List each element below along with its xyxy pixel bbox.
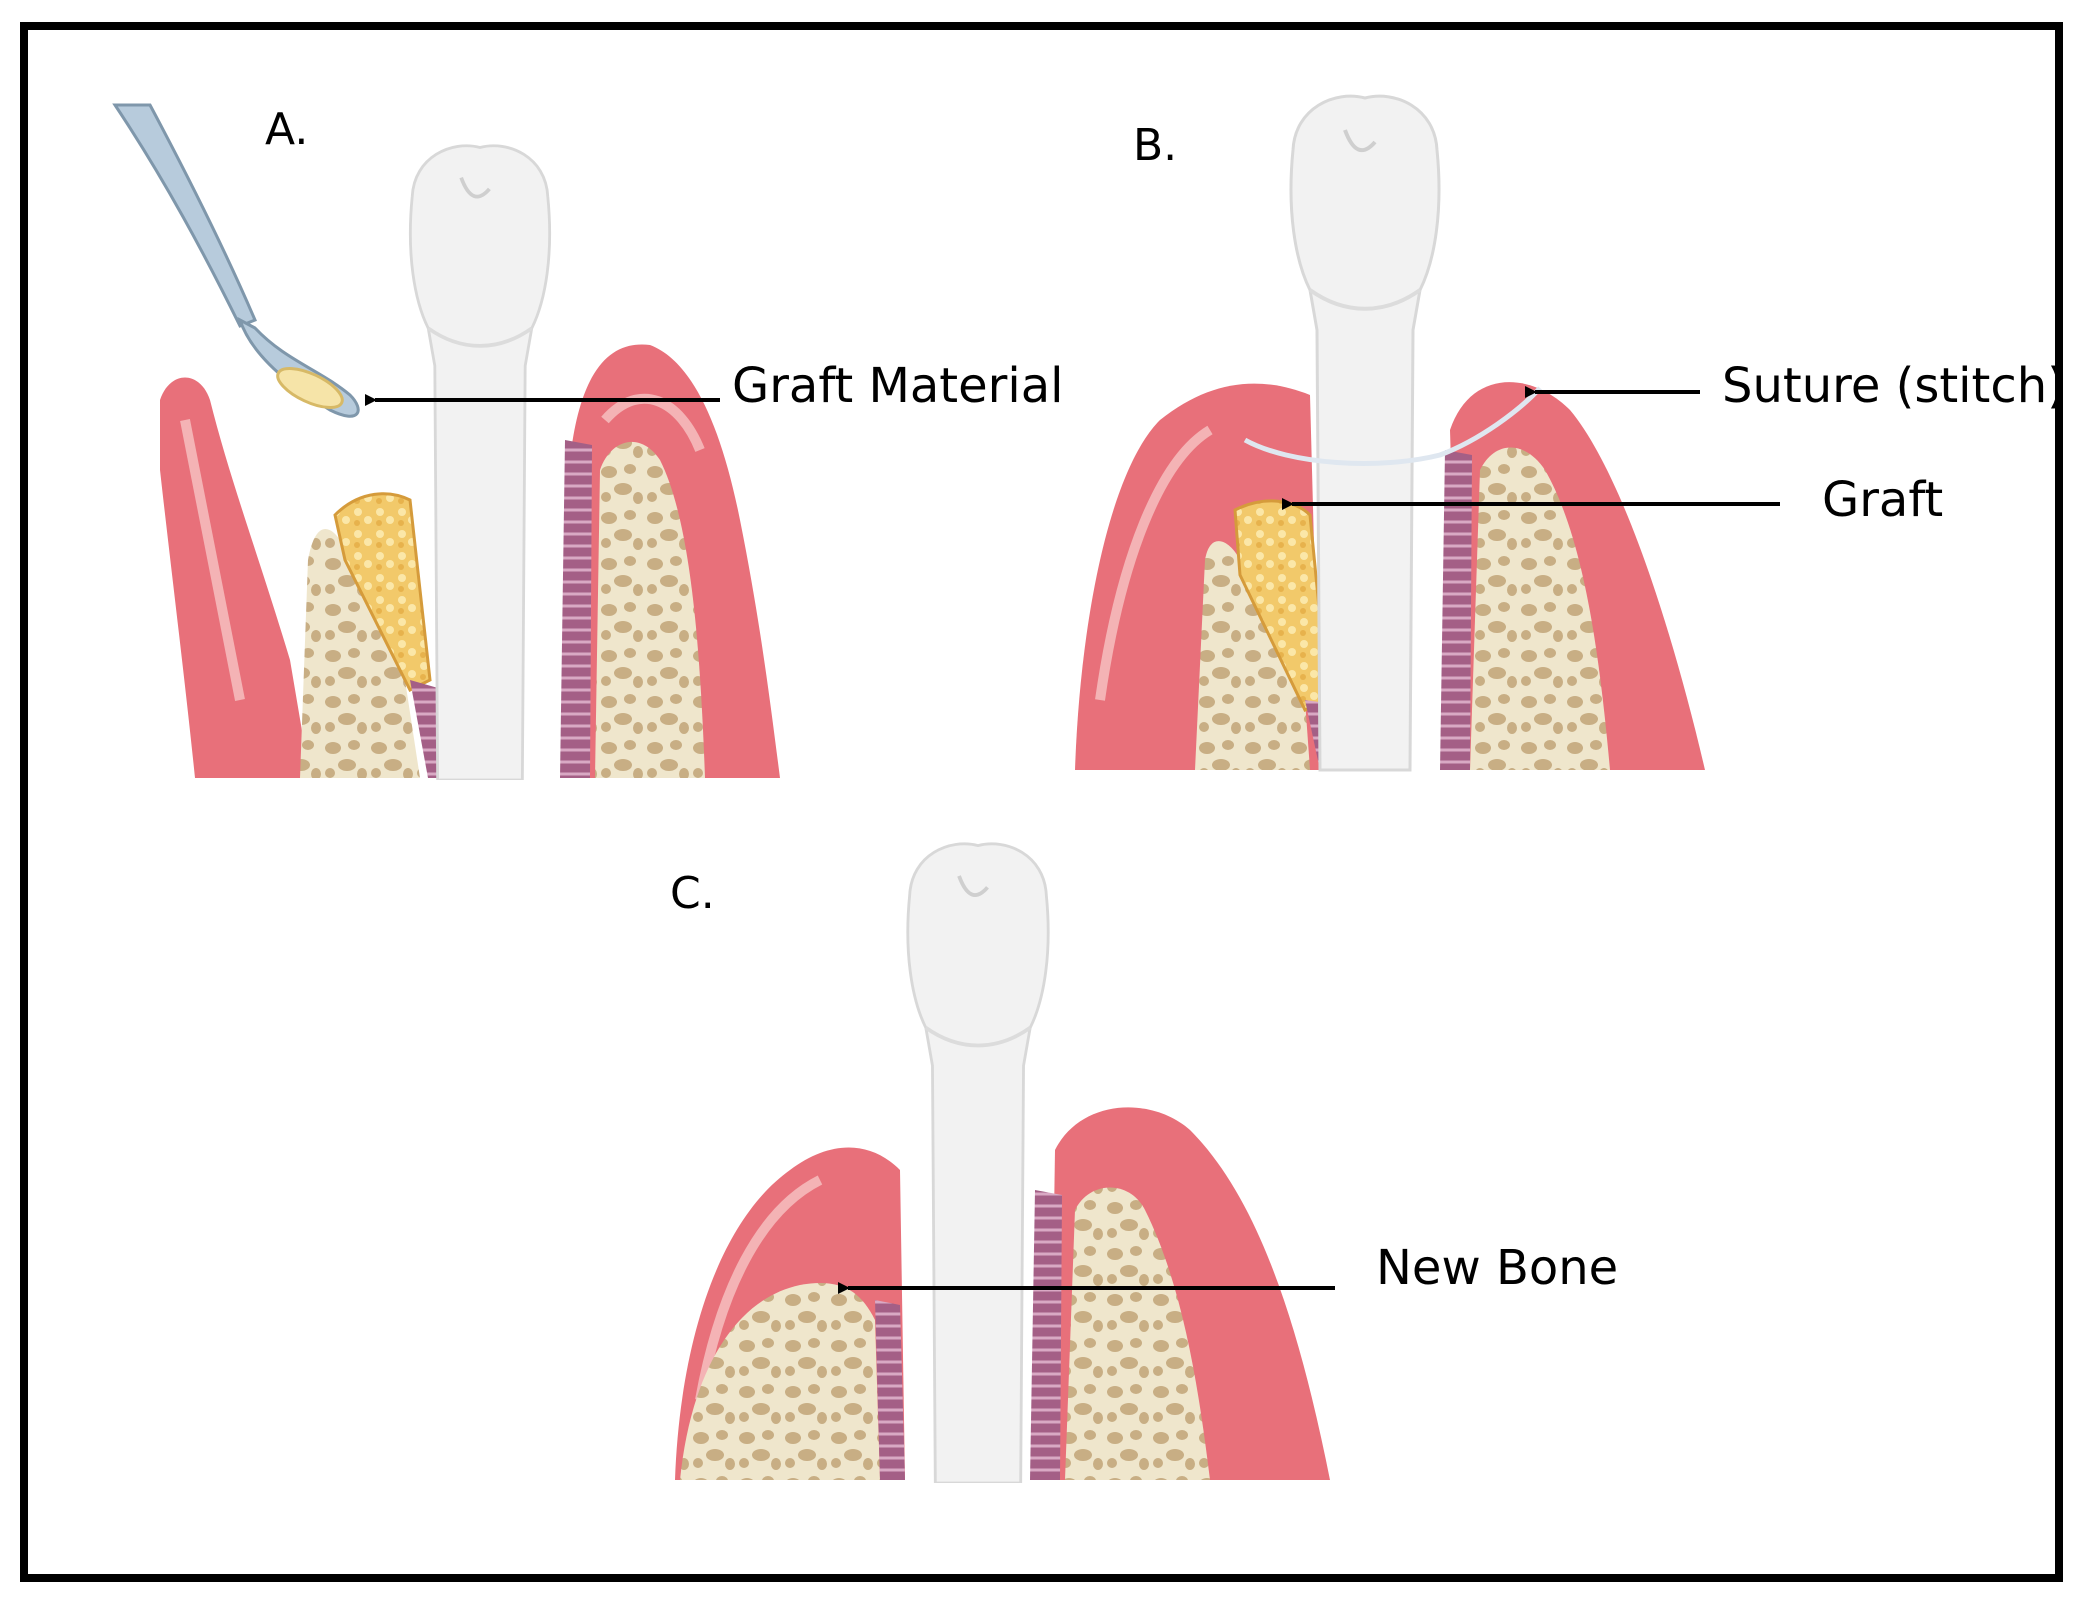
bone-right-b [1470, 447, 1610, 770]
bone-left-b [1195, 541, 1310, 770]
callout-new-bone: New Bone [1376, 1240, 1619, 1296]
bone-left [300, 528, 420, 778]
panel-label-b: B. [1133, 120, 1178, 171]
new-bone [680, 1283, 880, 1480]
instrument [112, 103, 257, 328]
suture [1243, 386, 1542, 466]
bone-right [595, 441, 705, 778]
panel-label-c: C. [670, 868, 715, 919]
callout-suture: Suture (stitch) [1722, 358, 2066, 414]
panel-c-illustration [675, 841, 1330, 1483]
bone-right-c [1065, 1187, 1210, 1480]
graft-material-fill [333, 492, 432, 693]
panel-label-a: A. [265, 104, 309, 155]
callout-graft: Graft [1822, 472, 1944, 528]
callout-graft-material: Graft Material [732, 358, 1064, 414]
panel-b-illustration [1075, 96, 1705, 770]
gum-flap [160, 377, 310, 778]
panel-a-illustration [112, 103, 780, 780]
